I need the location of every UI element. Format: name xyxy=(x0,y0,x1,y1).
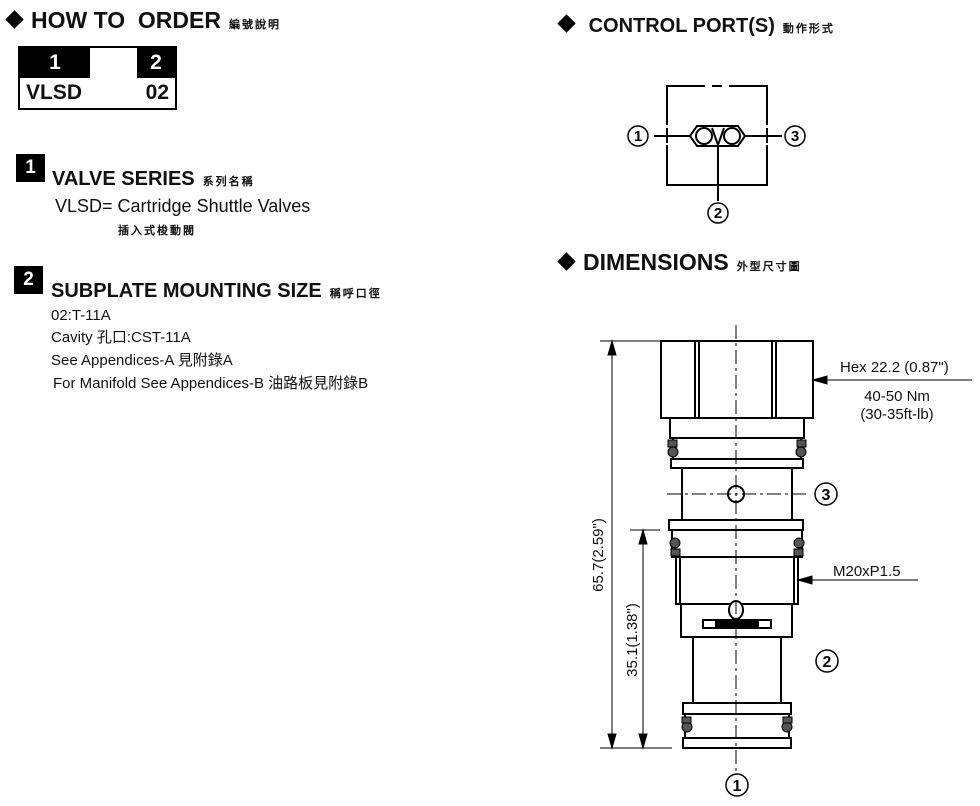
code-header-blank xyxy=(90,47,137,78)
heading-text: HOW TO ORDER xyxy=(31,7,221,33)
hex-size-label: Hex 22.2 (0.87") xyxy=(840,359,949,376)
control-port-labels: 1 2 3 xyxy=(627,125,806,224)
code-value-size: 02 xyxy=(145,81,169,104)
code-header-1: 1 xyxy=(19,47,90,78)
torque-label: 40-50 Nm xyxy=(864,388,930,405)
torque-imperial-label: (30-35ft-lb) xyxy=(860,406,933,423)
how-to-order-heading: HOW TO ORDER 編號說明 xyxy=(4,7,281,34)
cartridge-drawing xyxy=(660,340,814,749)
size-line: See Appendices-A 見附錄A xyxy=(51,352,233,369)
dimension-lines xyxy=(600,339,972,750)
control-port-heading: CONTROL PORT(S) 動作形式 xyxy=(556,14,835,38)
mounting-size-heading: SUBPLATE MOUNTING SIZE 稱呼口徑 xyxy=(51,280,382,303)
port-2-label: 2 xyxy=(823,654,832,671)
heading-cn: 系列名稱 xyxy=(202,176,255,188)
heading-text: CONTROL PORT(S) xyxy=(588,15,775,37)
heading-cn: 外型尺寸圖 xyxy=(736,261,802,273)
heading-cn: 稱呼口徑 xyxy=(329,288,382,300)
series-description-cn: 插入式梭動閥 xyxy=(118,225,196,237)
port-3-label: 3 xyxy=(791,128,799,145)
port-1-label: 1 xyxy=(733,778,742,795)
port-3-label: 3 xyxy=(822,487,831,504)
valve-series-heading: VALVE SERIES 系列名稱 xyxy=(52,168,255,191)
series-description: VLSD= Cartridge Shuttle Valves xyxy=(55,196,311,216)
o-rings xyxy=(667,439,807,733)
code-value-series: VLSD xyxy=(26,81,83,104)
heading-cn: 動作形式 xyxy=(782,23,835,35)
heading-cn: 編號說明 xyxy=(228,19,281,31)
port-1-label: 1 xyxy=(634,128,642,145)
port-2-label: 2 xyxy=(714,205,722,222)
centerlines xyxy=(667,325,810,775)
thread-label: M20xP1.5 xyxy=(833,563,901,580)
dimension-labels: Hex 22.2 (0.87") 40-50 Nm (30-35ft-lb) M… xyxy=(590,359,949,677)
order-code-table: 1 2 VLSD 02 xyxy=(18,46,177,110)
size-line: For Manifold See Appendices-B 油路板見附錄B xyxy=(53,375,369,392)
section-badge-1: 1 xyxy=(16,154,45,182)
shuttle-valve-symbol xyxy=(654,85,782,201)
code-header-2: 2 xyxy=(137,47,176,78)
heading-text: SUBPLATE MOUNTING SIZE xyxy=(51,280,322,302)
heading-text: VALVE SERIES xyxy=(52,168,195,190)
heading-text: DIMENSIONS xyxy=(583,249,729,275)
dimensions-heading: DIMENSIONS 外型尺寸圖 xyxy=(556,249,802,276)
size-line: Cavity 孔口:CST-11A xyxy=(51,329,191,346)
lower-length-label: 35.1(1.38") xyxy=(624,603,641,677)
dimension-port-labels: 1 2 3 xyxy=(725,482,839,797)
section-badge-2: 2 xyxy=(14,266,43,294)
overall-length-label: 65.7(2.59") xyxy=(590,518,607,592)
size-line: 02:T-11A xyxy=(51,307,111,324)
